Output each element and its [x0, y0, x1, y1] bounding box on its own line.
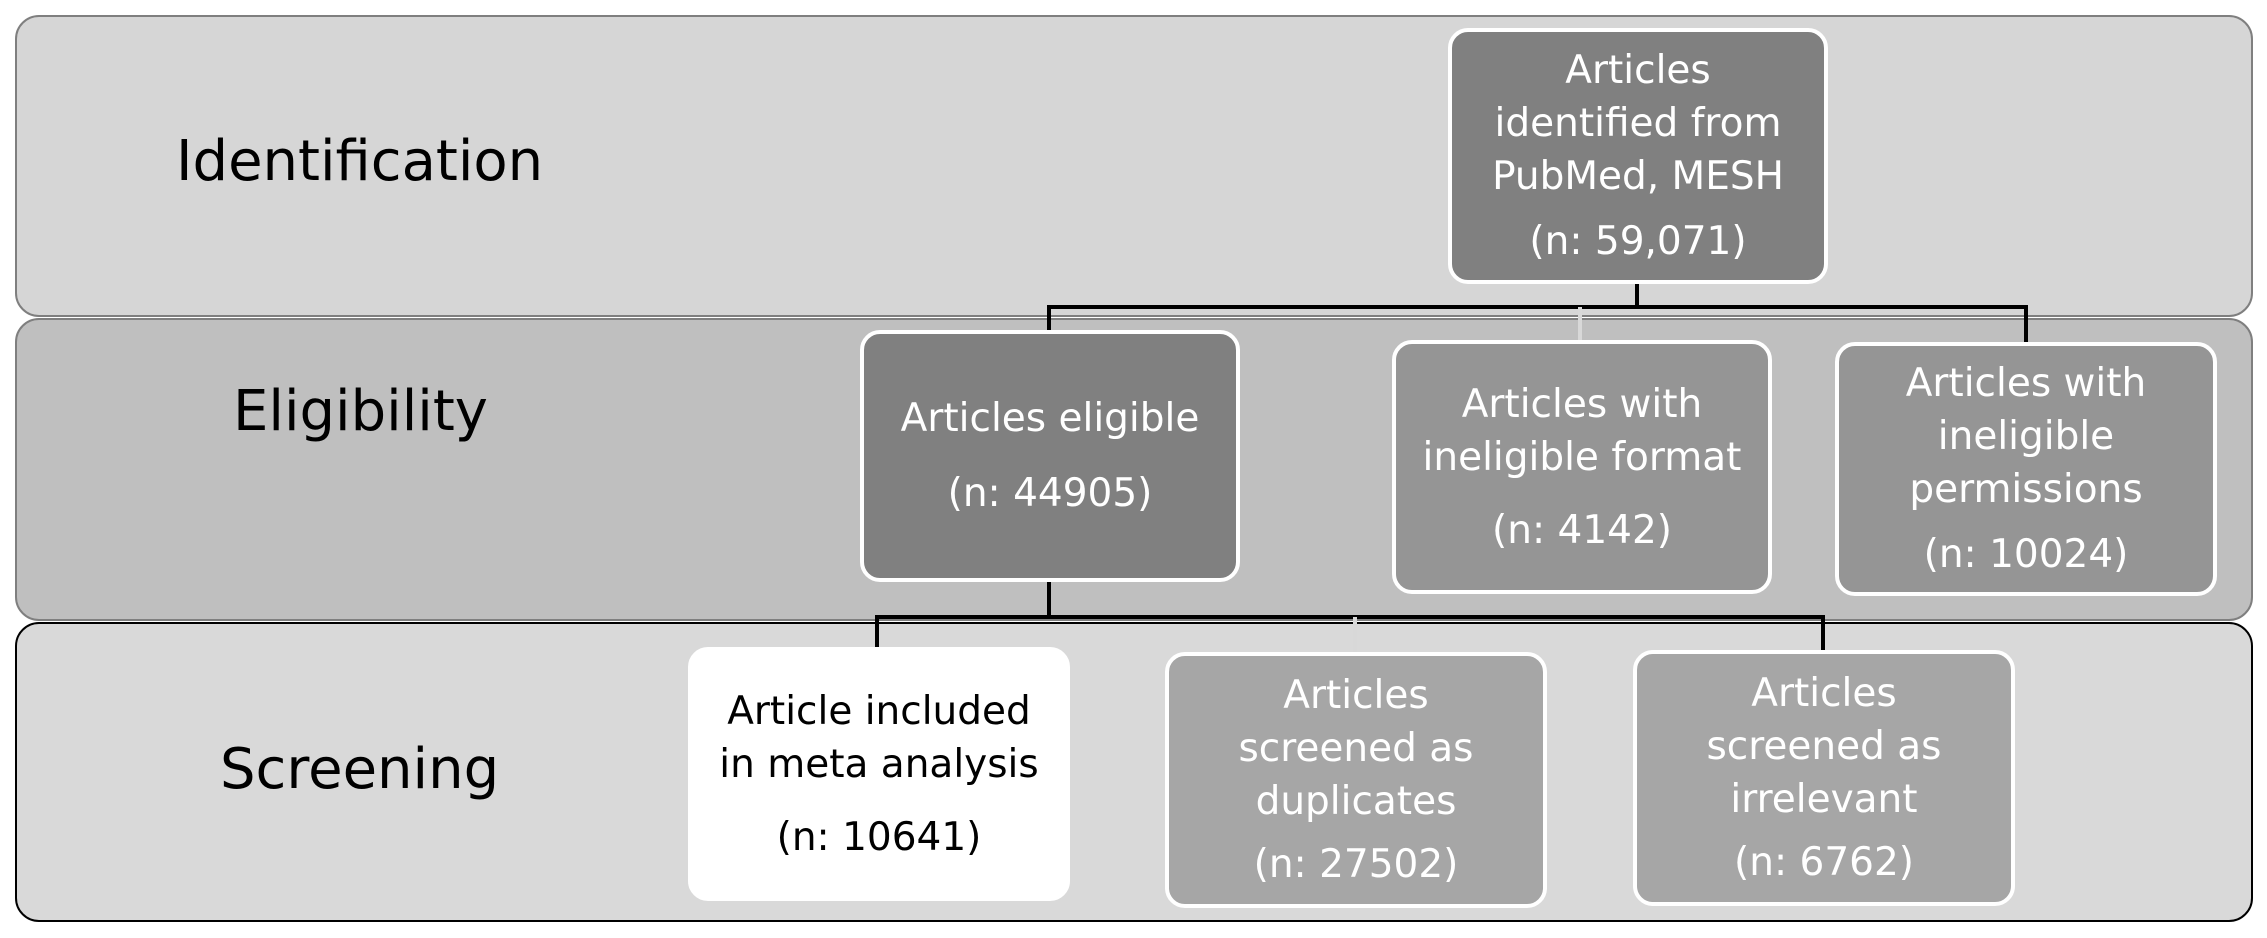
box-article-included: Article included in meta analysis (n: 10…	[688, 647, 1070, 901]
box-ineligible-format: Articles with ineligible format (n: 4142…	[1392, 340, 1772, 594]
box-ineligible-format-count: (n: 4142)	[1492, 507, 1672, 553]
box-screened-irrelevant: Articles screened as irrelevant (n: 6762…	[1633, 650, 2015, 906]
stage-band-identification	[15, 15, 2253, 317]
box-screened-duplicates-title: Articles screened as duplicates	[1238, 673, 1474, 824]
box-ineligible-permissions-title: Articles with ineligible permissions	[1905, 361, 2147, 512]
stage-label-screening: Screening	[220, 737, 500, 802]
stage-label-identification: Identification	[176, 129, 544, 194]
box-articles-eligible-title: Articles eligible	[900, 396, 1200, 441]
box-articles-identified-title: Articles identified from PubMed, MESH	[1492, 48, 1784, 199]
box-ineligible-permissions: Articles with ineligible permissions (n:…	[1835, 342, 2217, 596]
box-articles-eligible: Articles eligible (n: 44905)	[860, 330, 1240, 582]
box-articles-eligible-count: (n: 44905)	[947, 471, 1153, 516]
box-ineligible-permissions-count: (n: 10024)	[1923, 532, 2129, 577]
box-articles-identified-count: (n: 59,071)	[1529, 219, 1747, 264]
box-ineligible-format-title: Articles with ineligible format	[1422, 381, 1742, 480]
box-screened-irrelevant-title: Articles screened as irrelevant	[1706, 671, 1942, 822]
box-screened-irrelevant-count: (n: 6762)	[1734, 840, 1914, 885]
box-article-included-title: Article included in meta analysis	[719, 688, 1039, 787]
box-article-included-count: (n: 10641)	[776, 814, 982, 860]
box-screened-duplicates-count: (n: 27502)	[1253, 842, 1459, 887]
box-screened-duplicates: Articles screened as duplicates (n: 2750…	[1165, 652, 1547, 908]
stage-label-eligibility: Eligibility	[233, 379, 488, 444]
box-articles-identified: Articles identified from PubMed, MESH (n…	[1448, 28, 1828, 284]
